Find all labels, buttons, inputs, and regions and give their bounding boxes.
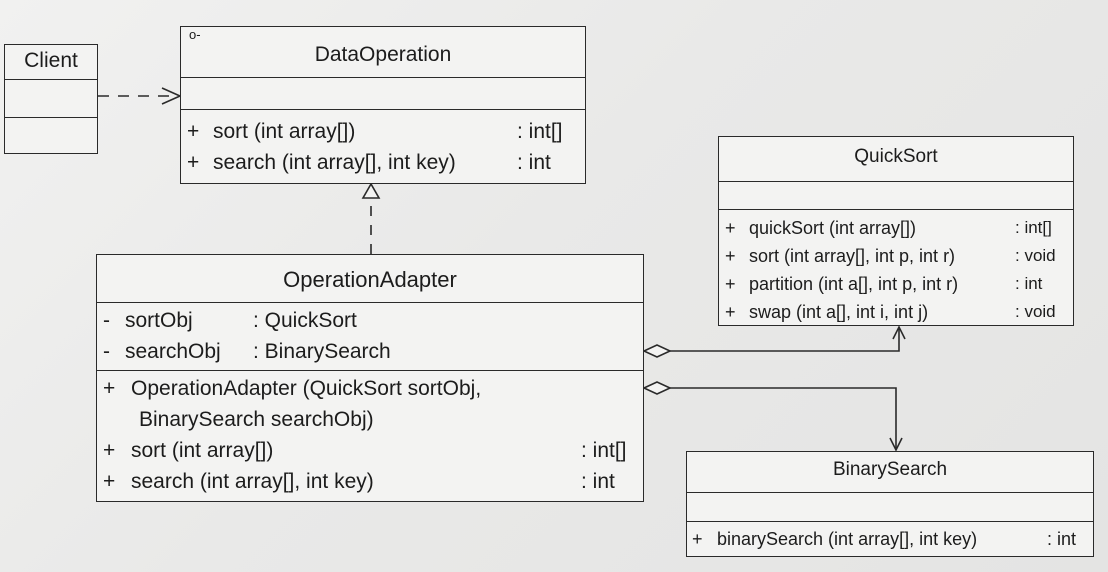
method-signature: OperationAdapter (QuickSort sortObj,	[131, 377, 482, 400]
return-type: : int[]	[581, 439, 627, 462]
method-row-continuation: BinarySearch searchObj)	[97, 404, 643, 435]
return-type: : void	[1015, 302, 1056, 321]
attribute-row: - sortObj : QuickSort	[97, 305, 643, 336]
dataoperation-attributes-compartment	[181, 77, 585, 109]
class-quicksort[interactable]: QuickSort + quickSort (int array[]) : in…	[718, 136, 1074, 326]
return-type: : int	[517, 151, 551, 174]
visibility: +	[692, 529, 703, 549]
visibility: -	[103, 309, 110, 332]
attribute-name: searchObj	[125, 340, 221, 363]
method-signature: BinarySearch searchObj)	[139, 408, 374, 431]
return-type: : int[]	[517, 120, 563, 143]
attribute-type: : BinarySearch	[253, 340, 391, 363]
method-row: + search (int array[], int key) : int	[97, 466, 643, 497]
aggregation-adapter-quicksort	[642, 325, 906, 358]
class-name: Client	[24, 49, 78, 72]
quicksort-methods-compartment: + quickSort (int array[]) : int[] + sort…	[719, 209, 1073, 325]
method-row: + partition (int a[], int p, int r) : in…	[719, 270, 1073, 298]
dataoperation-name-compartment: o- DataOperation	[181, 27, 585, 77]
attribute-row: - searchObj : BinarySearch	[97, 336, 643, 367]
dataoperation-methods-compartment: + sort (int array[]) : int[] + search (i…	[181, 109, 585, 182]
quicksort-name-compartment: QuickSort	[719, 137, 1073, 181]
class-binarysearch[interactable]: BinarySearch + binarySearch (int array[]…	[686, 451, 1094, 557]
attribute-name: sortObj	[125, 309, 193, 332]
method-row: + sort (int array[]) : int[]	[97, 435, 643, 466]
method-signature: partition (int a[], int p, int r)	[749, 274, 959, 294]
client-methods-compartment	[5, 117, 97, 152]
method-row: + sort (int array[], int p, int r) : voi…	[719, 242, 1073, 270]
method-row: + OperationAdapter (QuickSort sortObj,	[97, 373, 643, 404]
method-signature: search (int array[], int key)	[131, 470, 374, 493]
operationadapter-methods-compartment: + OperationAdapter (QuickSort sortObj, B…	[97, 370, 643, 501]
method-signature: quickSort (int array[])	[749, 218, 917, 238]
method-row: + binarySearch (int array[], int key) : …	[687, 524, 1093, 555]
visibility: -	[103, 340, 110, 363]
method-signature: search (int array[], int key)	[213, 151, 456, 174]
method-signature: swap (int a[], int i, int j)	[749, 302, 929, 322]
interface-icon: o-	[189, 27, 201, 42]
class-name: BinarySearch	[832, 459, 948, 480]
visibility: +	[103, 439, 116, 462]
return-type: : void	[1015, 246, 1056, 265]
quicksort-attributes-compartment	[719, 181, 1073, 209]
visibility: +	[103, 470, 116, 493]
visibility: +	[725, 218, 736, 238]
binarysearch-name-compartment: BinarySearch	[687, 452, 1093, 492]
method-row: + sort (int array[]) : int[]	[181, 116, 585, 147]
client-attributes-compartment	[5, 79, 97, 117]
return-type: : int	[581, 470, 615, 493]
class-dataoperation[interactable]: o- DataOperation + sort (int array[]) : …	[180, 26, 586, 184]
class-name: OperationAdapter	[283, 267, 457, 292]
operationadapter-name-compartment: OperationAdapter	[97, 255, 643, 302]
operationadapter-attributes-compartment: - sortObj : QuickSort - searchObj : Bina…	[97, 302, 643, 370]
method-signature: binarySearch (int array[], int key)	[717, 529, 978, 549]
return-type: : int	[1015, 274, 1043, 293]
visibility: +	[187, 151, 200, 174]
class-name: DataOperation	[314, 43, 452, 66]
aggregation-adapter-binarysearch	[642, 381, 903, 452]
realization-adapter-dataoperation	[361, 182, 381, 254]
class-operationadapter[interactable]: OperationAdapter - sortObj : QuickSort -…	[96, 254, 644, 502]
method-signature: sort (int array[])	[131, 439, 274, 462]
binarysearch-attributes-compartment	[687, 492, 1093, 521]
visibility: +	[725, 302, 736, 322]
method-signature: sort (int array[])	[213, 120, 356, 143]
method-row: + search (int array[], int key) : int	[181, 147, 585, 178]
return-type: : int[]	[1015, 218, 1052, 237]
dependency-client-dataoperation	[98, 87, 182, 105]
class-name: QuickSort	[854, 146, 938, 167]
method-signature: sort (int array[], int p, int r)	[749, 246, 956, 266]
visibility: +	[725, 246, 736, 266]
method-row: + quickSort (int array[]) : int[]	[719, 214, 1073, 242]
attribute-type: : QuickSort	[253, 309, 357, 332]
visibility: +	[187, 120, 200, 143]
visibility: +	[725, 274, 736, 294]
visibility: +	[103, 377, 116, 400]
binarysearch-methods-compartment: + binarySearch (int array[], int key) : …	[687, 521, 1093, 556]
method-row: + swap (int a[], int i, int j) : void	[719, 298, 1073, 326]
class-client[interactable]: Client	[4, 44, 98, 154]
return-type: : int	[1047, 529, 1077, 549]
client-name-compartment: Client	[5, 45, 97, 79]
